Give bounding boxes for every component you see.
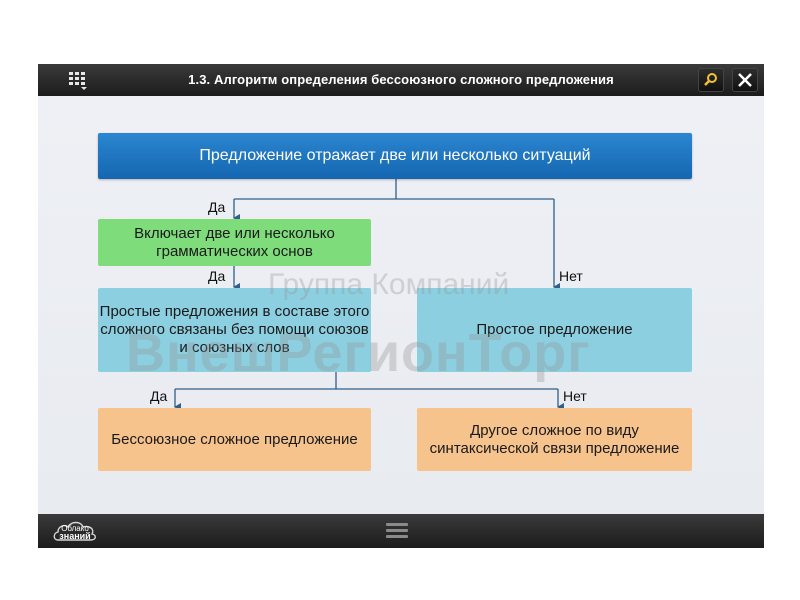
search-button[interactable] bbox=[698, 68, 724, 92]
logo-line2: знаний bbox=[59, 531, 91, 541]
grammar-bases-box: Включает две или несколько грамматически… bbox=[98, 219, 371, 266]
oblako-znaniy-logo[interactable]: Облако знаний bbox=[52, 518, 98, 544]
flowchart-canvas: Предложение отражает две или несколько с… bbox=[38, 96, 764, 514]
cloud-logo-icon bbox=[53, 521, 96, 541]
logo-line1: Облако bbox=[61, 524, 89, 533]
flowchart-connectors bbox=[174, 179, 564, 411]
app-window: 1.3. Алгоритм определения бессоюзного сл… bbox=[38, 64, 764, 548]
title-bar: 1.3. Алгоритм определения бессоюзного сл… bbox=[38, 64, 764, 96]
yes-label-1: Да bbox=[208, 199, 226, 215]
yes-label-3: Да bbox=[150, 388, 168, 404]
bottom-bar: Облако знаний bbox=[38, 514, 764, 548]
close-button[interactable] bbox=[732, 68, 758, 92]
root-condition-box: Предложение отражает две или несколько с… bbox=[98, 133, 692, 179]
grid-menu-icon bbox=[69, 72, 87, 90]
search-icon bbox=[704, 73, 717, 86]
hamburger-menu-icon[interactable] bbox=[386, 520, 408, 542]
no-label-2: Нет bbox=[563, 388, 587, 404]
other-complex-box: Другое сложное по виду синтаксической св… bbox=[417, 408, 692, 471]
yes-label-2: Да bbox=[208, 268, 226, 284]
close-icon bbox=[738, 73, 752, 87]
no-label-1: Нет bbox=[559, 268, 583, 284]
asyndetic-sentence-box: Бессоюзное сложное предложение bbox=[98, 408, 371, 471]
page-title: 1.3. Алгоритм определения бессоюзного сл… bbox=[188, 72, 614, 87]
grid-menu-button[interactable] bbox=[64, 68, 90, 92]
simple-joined-box: Простые предложения в составе этого слож… bbox=[98, 288, 371, 372]
simple-sentence-box: Простое предложение bbox=[417, 288, 692, 372]
